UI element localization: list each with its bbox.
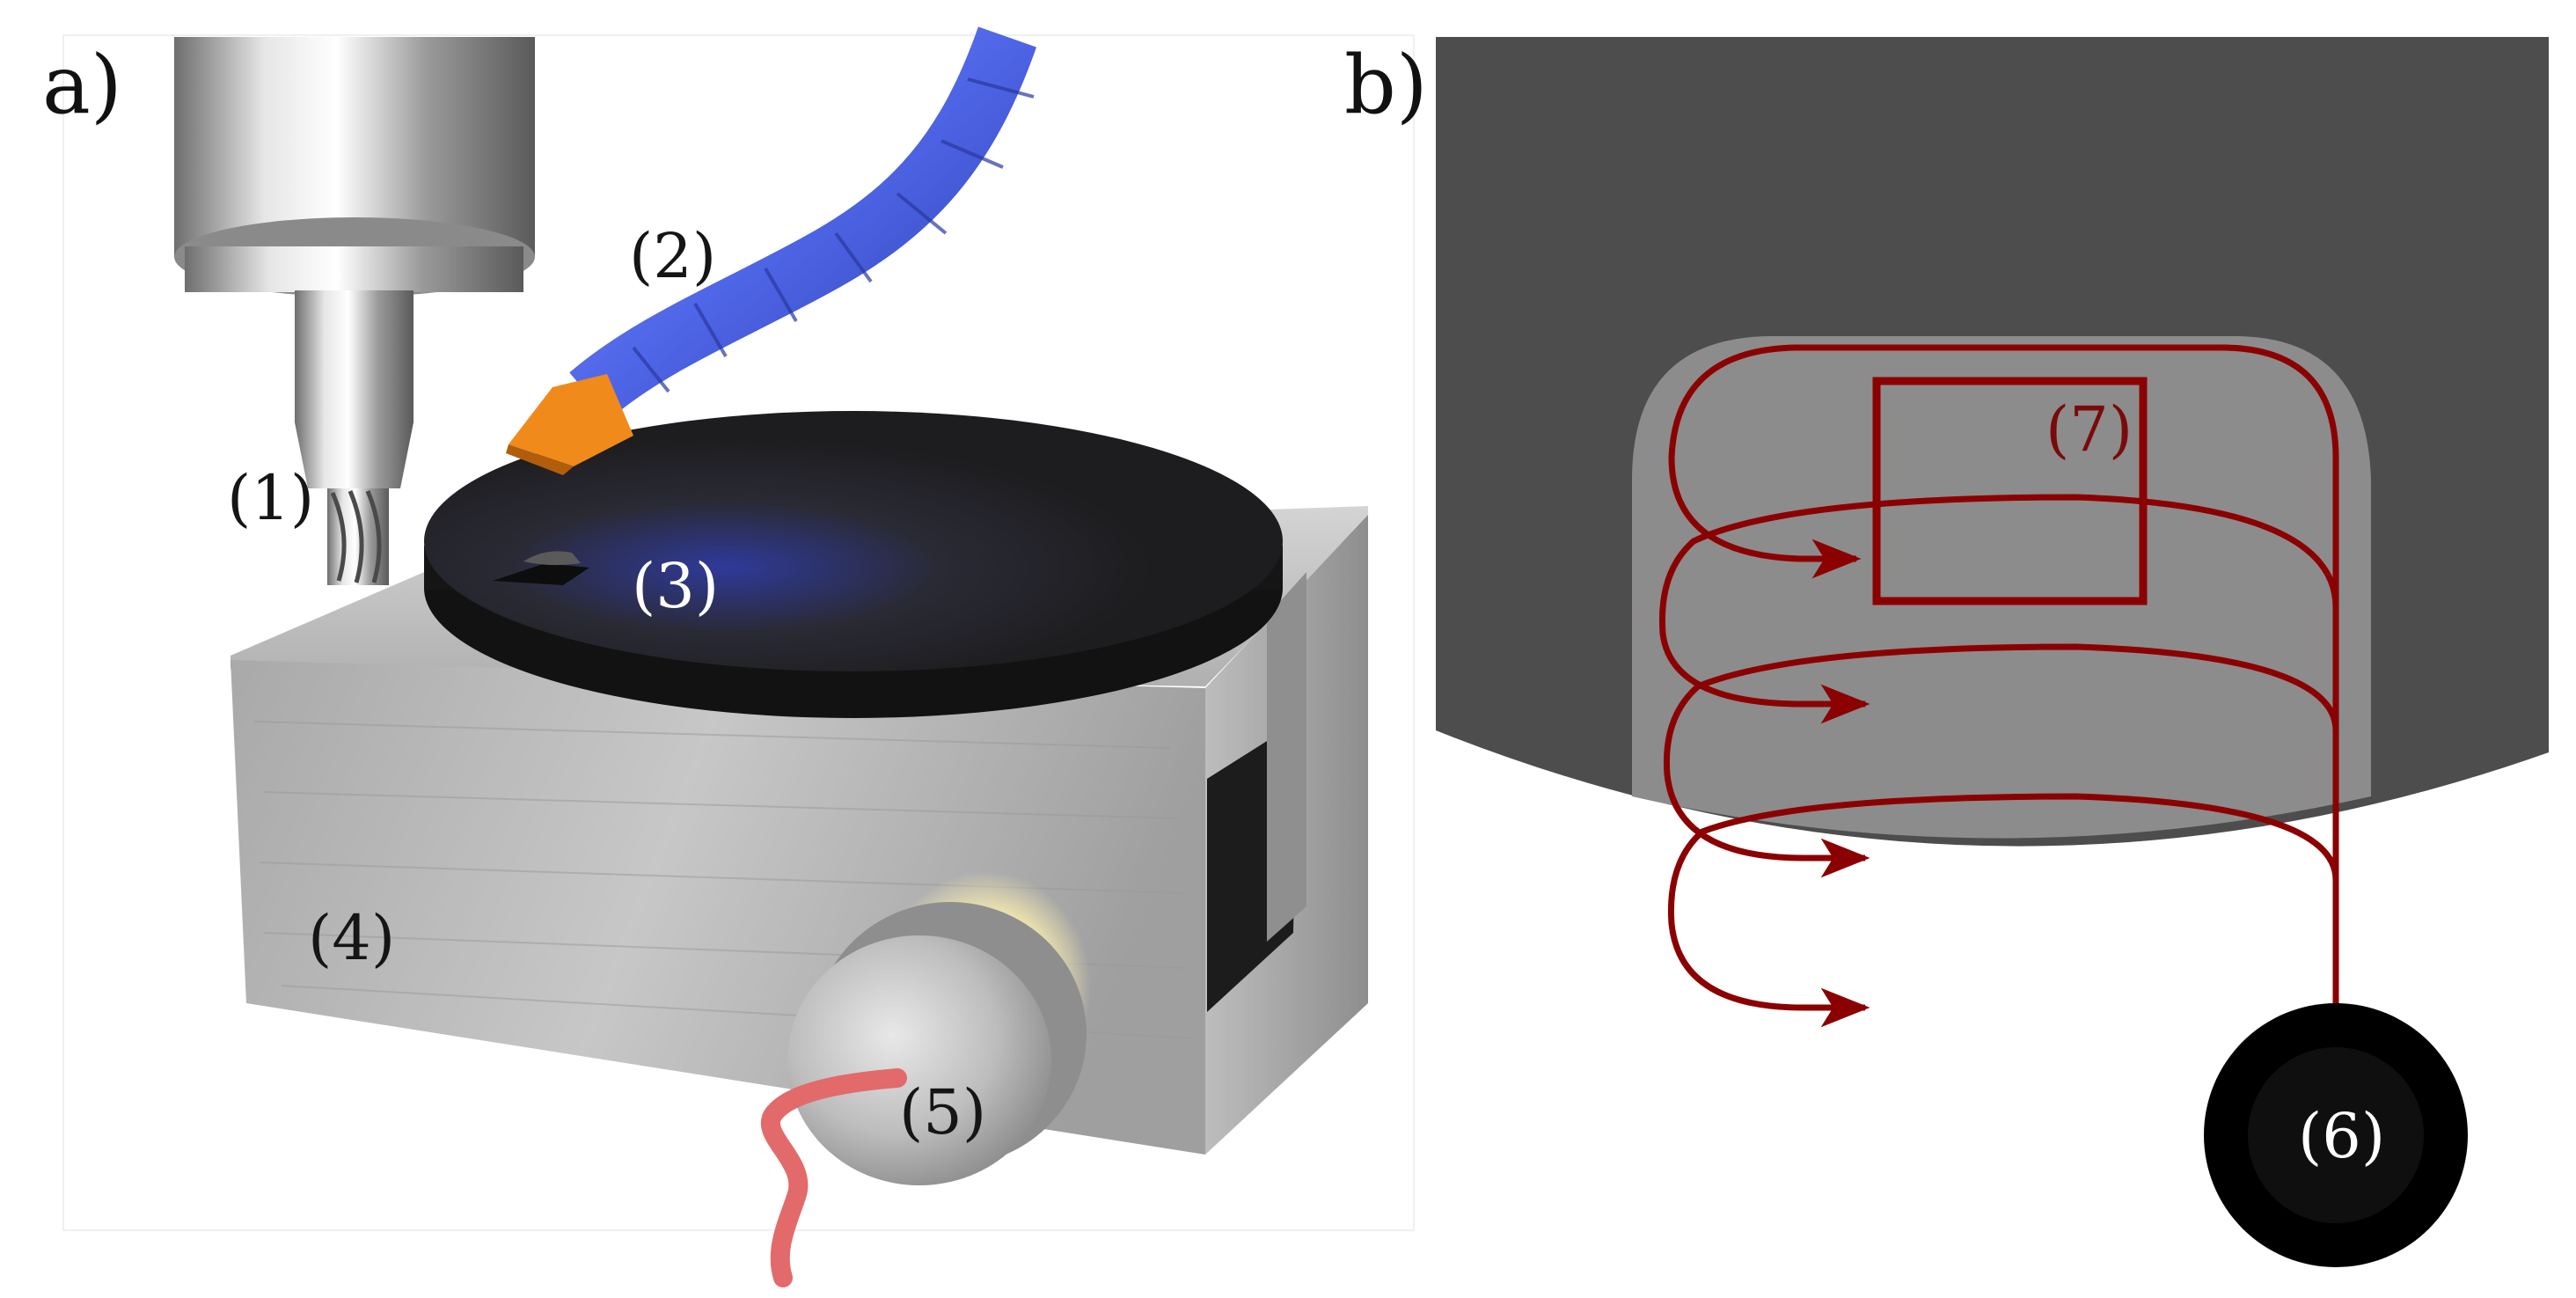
callout-7-window: (7) bbox=[2045, 393, 2133, 466]
tool-path bbox=[1658, 344, 2339, 1028]
disk-top-surface bbox=[424, 411, 1283, 671]
tool-path-loop-2 bbox=[1658, 494, 2339, 1012]
fixture-block-slot-wall bbox=[1267, 572, 1306, 942]
sensor-face bbox=[787, 935, 1051, 1185]
tool-taper bbox=[295, 422, 413, 488]
callout-2-coolant: (2) bbox=[629, 220, 716, 292]
spindle-collar bbox=[185, 246, 523, 292]
coolant-nozzle bbox=[509, 374, 633, 466]
sensor-cable bbox=[760, 1068, 907, 1287]
spindle-assembly bbox=[174, 37, 535, 585]
measurement-window bbox=[1872, 377, 2148, 605]
callout-6-tool: (6) bbox=[2298, 1100, 2385, 1172]
disk-notch bbox=[493, 563, 589, 585]
callout-4-block: (4) bbox=[308, 902, 395, 974]
tool-position-inner bbox=[2248, 1047, 2424, 1223]
panel-a-label: a) bbox=[42, 38, 122, 132]
panel-b: b) (6) (7) bbox=[1344, 37, 2549, 1267]
tool-path-loop-4 bbox=[1667, 793, 2339, 1028]
milled-region bbox=[1632, 336, 2371, 839]
tool-holder bbox=[295, 290, 413, 422]
disk-milled-pocket bbox=[523, 551, 581, 566]
force-sensor bbox=[760, 871, 1091, 1287]
workpiece-disk bbox=[424, 411, 1283, 718]
coolant-hose bbox=[506, 26, 1037, 475]
hose-body bbox=[569, 26, 1037, 420]
panel-a: a) (1) (2) (3) (4) (5) bbox=[42, 26, 1415, 1287]
cutter-flutes bbox=[330, 490, 382, 583]
callout-1-tool: (1) bbox=[227, 462, 314, 534]
callout-5-sensor: (5) bbox=[899, 1076, 986, 1148]
hose-segments bbox=[632, 77, 1035, 393]
callout-3-workpiece: (3) bbox=[632, 550, 719, 622]
tool-path-loop-3 bbox=[1663, 643, 2339, 1012]
coolant-nozzle-tip bbox=[506, 444, 574, 475]
panel-b-label: b) bbox=[1344, 38, 1428, 132]
